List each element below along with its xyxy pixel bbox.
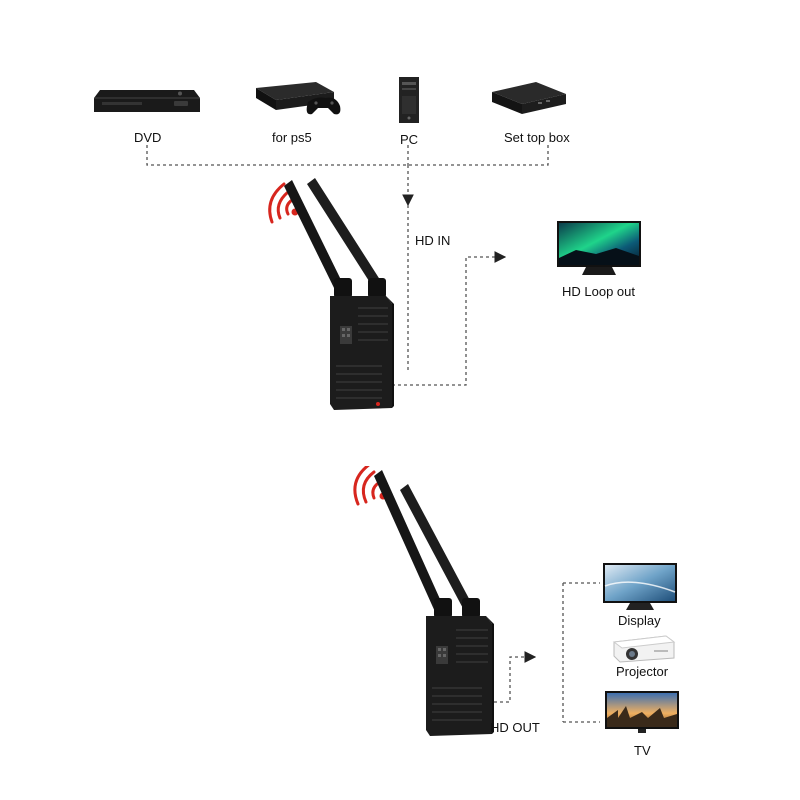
pc-tower-icon xyxy=(399,77,419,123)
display-label: Display xyxy=(618,613,661,628)
dvd-player-icon xyxy=(94,90,200,112)
signal-wave-icon xyxy=(268,182,294,224)
hd-out-label: HD OUT xyxy=(490,720,540,735)
dvd-label: DVD xyxy=(134,130,162,145)
ps5-console xyxy=(246,78,342,120)
set-top-box-label: Set top box xyxy=(504,130,570,145)
transmitter-icon xyxy=(268,178,394,410)
signal-wave-icon xyxy=(353,462,382,506)
receiver-unit xyxy=(350,462,500,738)
projector-label: Projector xyxy=(616,664,669,679)
tv-label: TV xyxy=(634,743,651,758)
dvd-player xyxy=(92,86,202,118)
game-console-icon xyxy=(256,82,341,115)
pc-tower xyxy=(398,76,420,124)
loop-out-monitor xyxy=(556,220,642,278)
set-top-box-icon xyxy=(492,82,566,114)
display-monitor xyxy=(602,562,678,612)
display-monitor-icon xyxy=(603,563,677,610)
receiver-icon xyxy=(353,462,494,736)
set-top-box xyxy=(486,80,570,118)
transmitter-unit xyxy=(262,178,402,410)
tv-set xyxy=(604,690,680,736)
monitor-aurora-icon xyxy=(557,221,641,275)
projector-icon xyxy=(612,635,676,663)
hd-out-line xyxy=(488,651,537,703)
projector xyxy=(610,632,676,664)
hd-in-label: HD IN xyxy=(415,233,451,248)
ps5-label: for ps5 xyxy=(272,130,312,145)
tv-icon xyxy=(605,691,679,733)
source-bus-line xyxy=(146,145,549,166)
hd-loop-out-label: HD Loop out xyxy=(562,284,635,299)
loop-out-line xyxy=(392,251,507,386)
pc-label: PC xyxy=(400,132,419,147)
